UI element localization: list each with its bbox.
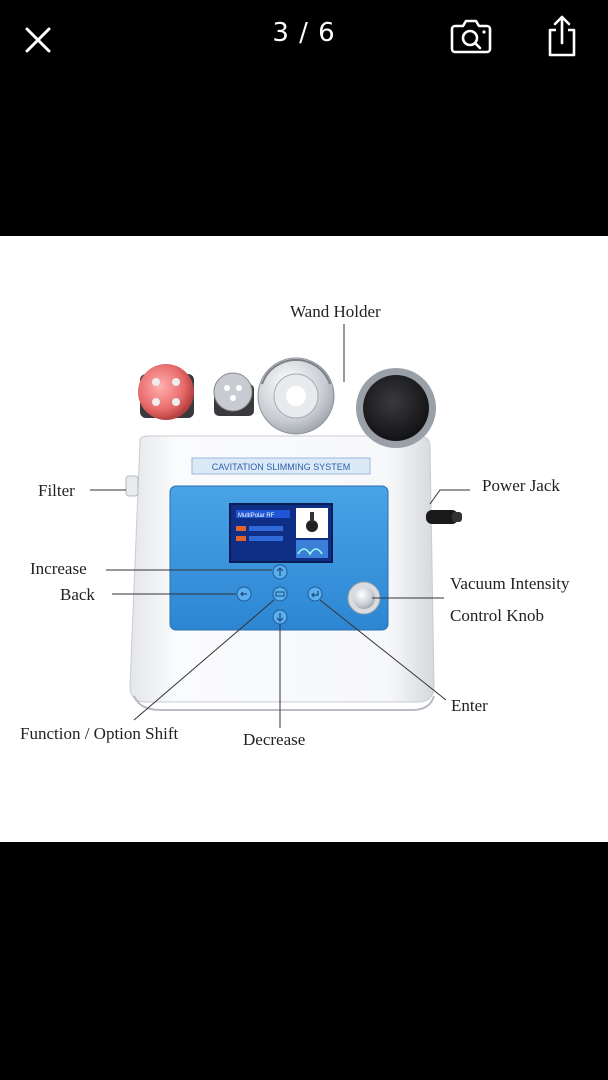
product-photo[interactable]: CAVITATION SLIMMING SYSTEM MultiPolar RF [0,236,608,842]
callout-vacuum-line1: Vacuum Intensity [450,574,570,593]
decrease-button[interactable] [272,609,288,625]
lcd-mode-text: MultiPolar RF [238,513,275,519]
red-rf-handpiece [138,364,194,420]
close-button[interactable] [16,18,60,62]
cavitation-handpiece [257,357,335,435]
callout-vacuum-line2: Control Knob [450,606,544,625]
callout-back: Back [60,585,95,604]
back-button[interactable] [236,586,252,602]
callout-increase: Increase [30,559,87,578]
callout-enter: Enter [451,696,488,715]
visual-search-button[interactable] [446,12,496,60]
function-shift-button[interactable] [272,586,288,602]
callout-filter: Filter [38,481,75,500]
vacuum-knob[interactable] [347,581,381,615]
enter-button[interactable] [307,586,323,602]
share-button[interactable] [538,10,586,62]
cavitation-machine-illustration: CAVITATION SLIMMING SYSTEM MultiPolar RF [90,324,470,728]
callout-function-shift: Function / Option Shift [20,724,179,743]
image-counter: 3 / 6 [272,18,336,48]
small-tripolar-handpiece [213,372,254,416]
callout-lines [90,324,470,728]
close-icon [25,27,51,53]
camera-search-icon [450,19,492,54]
machine-label: CAVITATION SLIMMING SYSTEM [212,462,351,472]
callout-wand-holder: Wand Holder [290,302,381,321]
share-icon [548,15,576,57]
callout-decrease: Decrease [243,730,306,749]
viewer-top-bar: 3 / 6 [0,0,608,236]
callout-power-jack: Power Jack [482,476,560,495]
viewer-bottom-bar [0,842,608,1080]
increase-button[interactable] [272,564,288,580]
vacuum-handpiece [356,368,436,448]
